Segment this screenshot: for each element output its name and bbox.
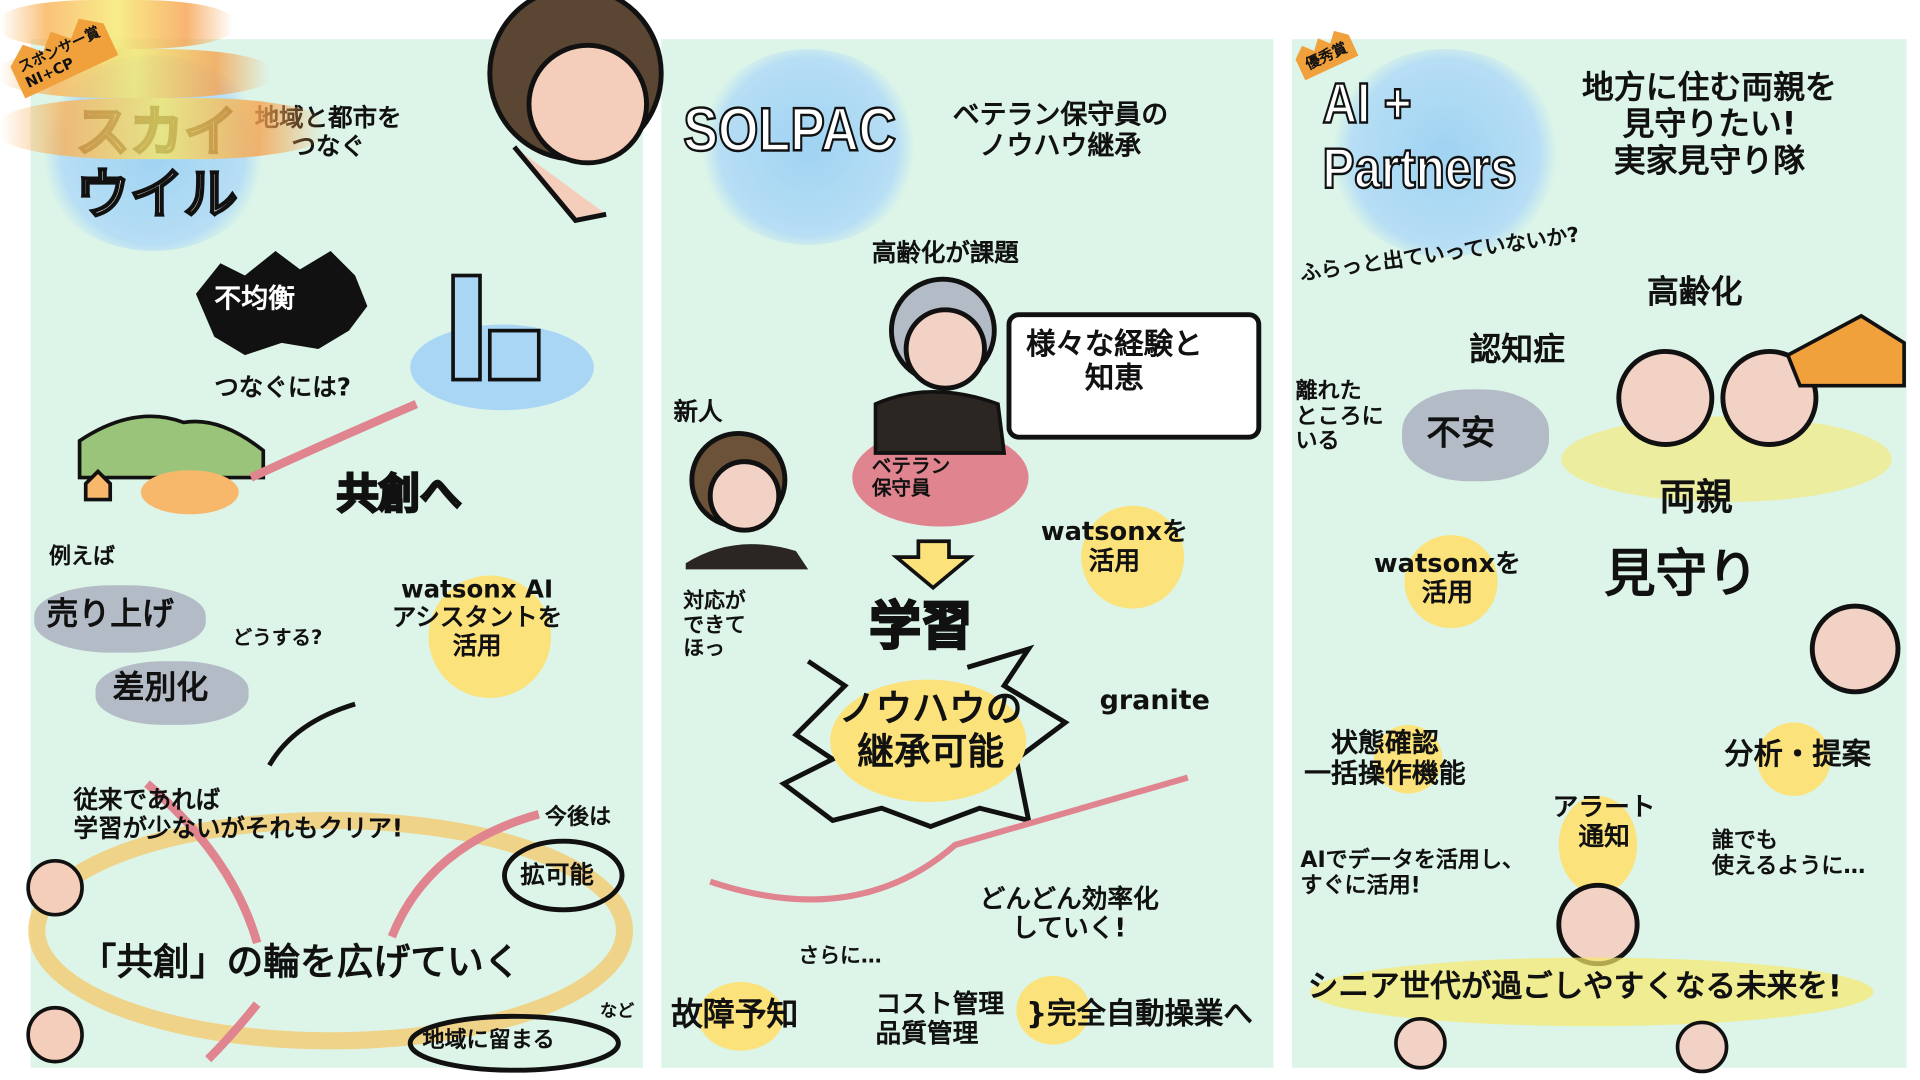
watsonx-sun: [1404, 535, 1498, 629]
status-check-label: 状態確認 一括操作機能: [1304, 728, 1466, 791]
down-arrow-icon: [891, 539, 975, 591]
etc-label: など: [600, 1001, 635, 1022]
alert-highlight: [1558, 795, 1638, 894]
growth-arrow: [709, 774, 1189, 903]
highlight-blob: [1016, 975, 1090, 1045]
stay-local-label: 地域に留まる: [422, 1027, 555, 1054]
watsonx-ai-label: watsonx AI アシスタントを 活用: [391, 574, 563, 661]
panel2-subtitle: ベテラン保守員の ノウハウ継承: [952, 100, 1169, 162]
watsonx-label: watsonxを 活用: [1040, 516, 1188, 576]
differentiation-label: 差別化: [112, 669, 209, 707]
watsonx-label: watsonxを 活用: [1373, 548, 1521, 608]
anxiety-label: 不安: [1426, 412, 1496, 454]
panel3-title: AI + Partners: [1321, 70, 1517, 201]
furthermore-label: さらに…: [798, 944, 882, 969]
status-highlight: [1373, 724, 1443, 794]
future-label: シニア世代が過ごしやすくなる未来を!: [1307, 968, 1842, 1005]
mother-face: [1720, 348, 1819, 447]
experience-label: 様々な経験と 知恵: [1026, 326, 1203, 396]
far-away-label: 離れた ところに いる: [1295, 378, 1384, 455]
veteran-face: [903, 307, 987, 391]
differentiation-cloud: [95, 661, 249, 725]
example-label: 例えば: [48, 543, 116, 570]
arrow-icon: [267, 701, 356, 767]
learning-burst: [779, 644, 1070, 830]
conventional-label: 従来であれば 学習が少ないがそれもクリア!: [73, 784, 404, 843]
highlight-smear: [0, 97, 325, 160]
person-face: [26, 858, 84, 917]
pink-arrow: [205, 1001, 261, 1063]
panel2-title: SOLPAC: [682, 94, 897, 165]
speech-bubble: [502, 838, 625, 913]
watsonx-sun: [428, 575, 552, 698]
field-blob: [140, 470, 239, 515]
house-icon: [83, 468, 113, 502]
how-label: どうする?: [232, 625, 323, 649]
dementia-label: 認知症: [1469, 331, 1565, 369]
highlight-smear: [0, 0, 233, 49]
automation-label: }完全自動操業へ: [1026, 996, 1253, 1032]
imbalance-label: 不均衡: [214, 284, 296, 315]
speech-bubble: [407, 1013, 621, 1073]
granite-label: granite: [1099, 685, 1210, 717]
aging-issue-label: 高齢化が課題: [871, 237, 1019, 267]
person-face: [1394, 1016, 1447, 1070]
anyone-label: 誰でも 使えるように…: [1711, 827, 1866, 879]
failure-prediction-label: 故障予知: [671, 996, 799, 1034]
watsonx-sun: [1081, 505, 1185, 609]
relief-label: 対応が できて ほっ: [683, 588, 746, 662]
swirl-ring: [28, 811, 634, 1050]
sales-cloud: [34, 585, 206, 653]
pink-arrow: [387, 810, 540, 939]
future-label: 今後は: [544, 804, 612, 831]
how-to-connect-label: つなぐには?: [214, 372, 351, 402]
knowhow-highlight: [830, 679, 1027, 803]
pink-arrow: [144, 780, 262, 945]
learning-label: 学習: [868, 595, 973, 657]
veteran-label: ベテラン 保守員: [871, 454, 951, 501]
mountain-icon: [77, 414, 266, 480]
experience-box: [1006, 312, 1262, 440]
anxiety-cloud: [1402, 389, 1549, 482]
person-face: [1675, 1020, 1729, 1074]
building-icon: [487, 328, 541, 382]
highlight-blob: [697, 982, 784, 1051]
future-highlight: [1310, 957, 1874, 1027]
person-face: [26, 1005, 84, 1064]
person-face: [526, 42, 649, 166]
tower-icon: [451, 273, 482, 382]
sleeping-person-face: [1556, 882, 1640, 967]
efficiency-label: どんどん効率化 していく!: [979, 884, 1159, 944]
newcomer-face: [707, 459, 782, 533]
house-icon: [1785, 313, 1906, 388]
sales-label: 売り上げ: [46, 596, 174, 634]
panel3-subtitle: 地方に住む両親を 見守りたい! 実家見守り隊: [1582, 69, 1837, 180]
title-blob: [1328, 48, 1562, 258]
newcomer-body: [685, 544, 809, 570]
analysis-label: 分析・提案: [1724, 737, 1872, 772]
waving-person-face: [1809, 603, 1901, 695]
management-label: コスト管理 品質管理: [875, 989, 1005, 1049]
father-face: [1616, 348, 1715, 447]
ribbon-link: [249, 400, 419, 482]
alert-label: アラート 通知: [1552, 792, 1656, 852]
analysis-highlight: [1757, 722, 1831, 796]
person-arm: [512, 145, 607, 224]
watching-label: 見守り: [1604, 543, 1759, 604]
imbalance-burst: [195, 251, 368, 356]
veteran-body: [873, 390, 1007, 455]
title-blob: [697, 48, 919, 245]
knowhow-label: ノウハウの 継承可能: [838, 688, 1023, 774]
parents-label: 両親: [1659, 476, 1733, 520]
newcomer-label: 新人: [673, 396, 723, 427]
spread-cocreation-label: 「共創」の輪を広げていく: [79, 941, 521, 985]
expandable-label: 拡可能: [520, 859, 594, 889]
aging-label: 高齢化: [1646, 274, 1743, 312]
ai-data-label: AIでデータを活用し、 すぐに活用!: [1300, 847, 1525, 899]
cocreation-label: 共創へ: [336, 469, 463, 520]
